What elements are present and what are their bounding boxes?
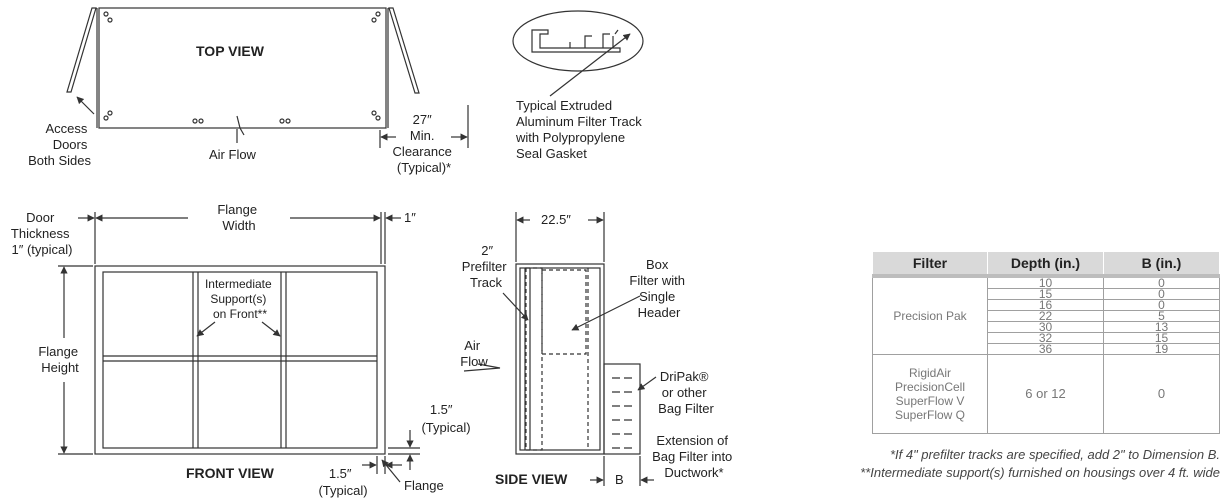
access-door-left — [66, 7, 97, 93]
footnote-prefilter: *If 4" prefilter tracks are specified, a… — [889, 447, 1220, 462]
extension-label: Extension of Bag Filter into Ductwork* — [652, 433, 736, 480]
header-b: B (in.) — [1103, 251, 1220, 278]
side-view-outline — [515, 263, 605, 455]
b-cell: 0 — [1103, 354, 1220, 434]
depth-cell: 36 — [987, 343, 1104, 355]
filter-name: SuperFlow V — [895, 394, 965, 408]
door-thickness-label: Door Thickness 1″ (typical) — [11, 210, 73, 257]
side-depth-label: 22.5″ — [541, 212, 571, 227]
table-row: RigidAir PrecisionCell SuperFlow V Super… — [872, 354, 1220, 434]
footnote-intermediate: **Intermediate support(s) furnished on h… — [860, 465, 1220, 480]
top-view-label: TOP VIEW — [196, 43, 265, 59]
front-view-outline — [94, 265, 386, 455]
depth-cell: 22 — [987, 310, 1104, 322]
top-view-outline — [98, 7, 387, 129]
box-filter-label: Box Filter with Single Header — [629, 257, 688, 320]
air-flow-side-label: Air Flow — [460, 338, 488, 369]
one-inch-label: 1″ — [404, 210, 416, 225]
front-view-label: FRONT VIEW — [186, 465, 275, 481]
table-row: 32 15 — [873, 332, 1220, 344]
b-cell: 19 — [1103, 343, 1220, 355]
prefilter-label: 2″ Prefilter Track — [462, 243, 510, 290]
air-flow-top-label: Air Flow — [209, 147, 257, 162]
filter-name: SuperFlow Q — [894, 408, 966, 422]
side-view-label: SIDE VIEW — [495, 471, 568, 487]
filter-table: Filter Depth (in.) B (in.) Precision Pak… — [872, 251, 1220, 434]
table-row: 36 19 — [873, 343, 1220, 355]
header-filter: Filter — [872, 251, 988, 278]
flange-label: Flange — [404, 478, 444, 493]
intermediate-support-label: Intermediate Support(s) on Front** — [205, 277, 275, 321]
clearance-label: 27″ Min. Clearance (Typical)* — [393, 112, 456, 175]
one-five-bottom-label: 1.5″ (Typical) — [318, 466, 367, 498]
access-doors-label: Access Doors Both Sides — [28, 121, 91, 168]
track-label: Typical Extruded Aluminum Filter Track w… — [515, 98, 645, 161]
depth-cell: 6 or 12 — [987, 354, 1104, 434]
filter-name: PrecisionCell — [894, 380, 966, 394]
one-five-typical-label: 1.5″ (Typical) — [421, 402, 470, 435]
access-door-right — [388, 7, 420, 94]
depth-cell: 30 — [987, 321, 1104, 333]
group-precision-pak: Precision Pak — [872, 275, 988, 355]
flange-width-label: Flange Width — [217, 202, 260, 233]
group-rigidair: RigidAir PrecisionCell SuperFlow V Super… — [872, 354, 988, 434]
table-row: 22 5 — [873, 310, 1220, 322]
b-dimension-label: B — [615, 472, 624, 487]
side-view — [463, 212, 657, 486]
dripak-label: DriPak® or other Bag Filter — [658, 369, 714, 416]
front-view — [58, 212, 420, 483]
flange-height-label: Flange Height — [38, 344, 81, 375]
track-detail — [512, 10, 644, 97]
top-view — [66, 7, 469, 148]
footnotes: *If 4" prefilter tracks are specified, a… — [776, 446, 1220, 482]
header-depth: Depth (in.) — [987, 251, 1104, 278]
filter-name: RigidAir — [908, 366, 951, 380]
